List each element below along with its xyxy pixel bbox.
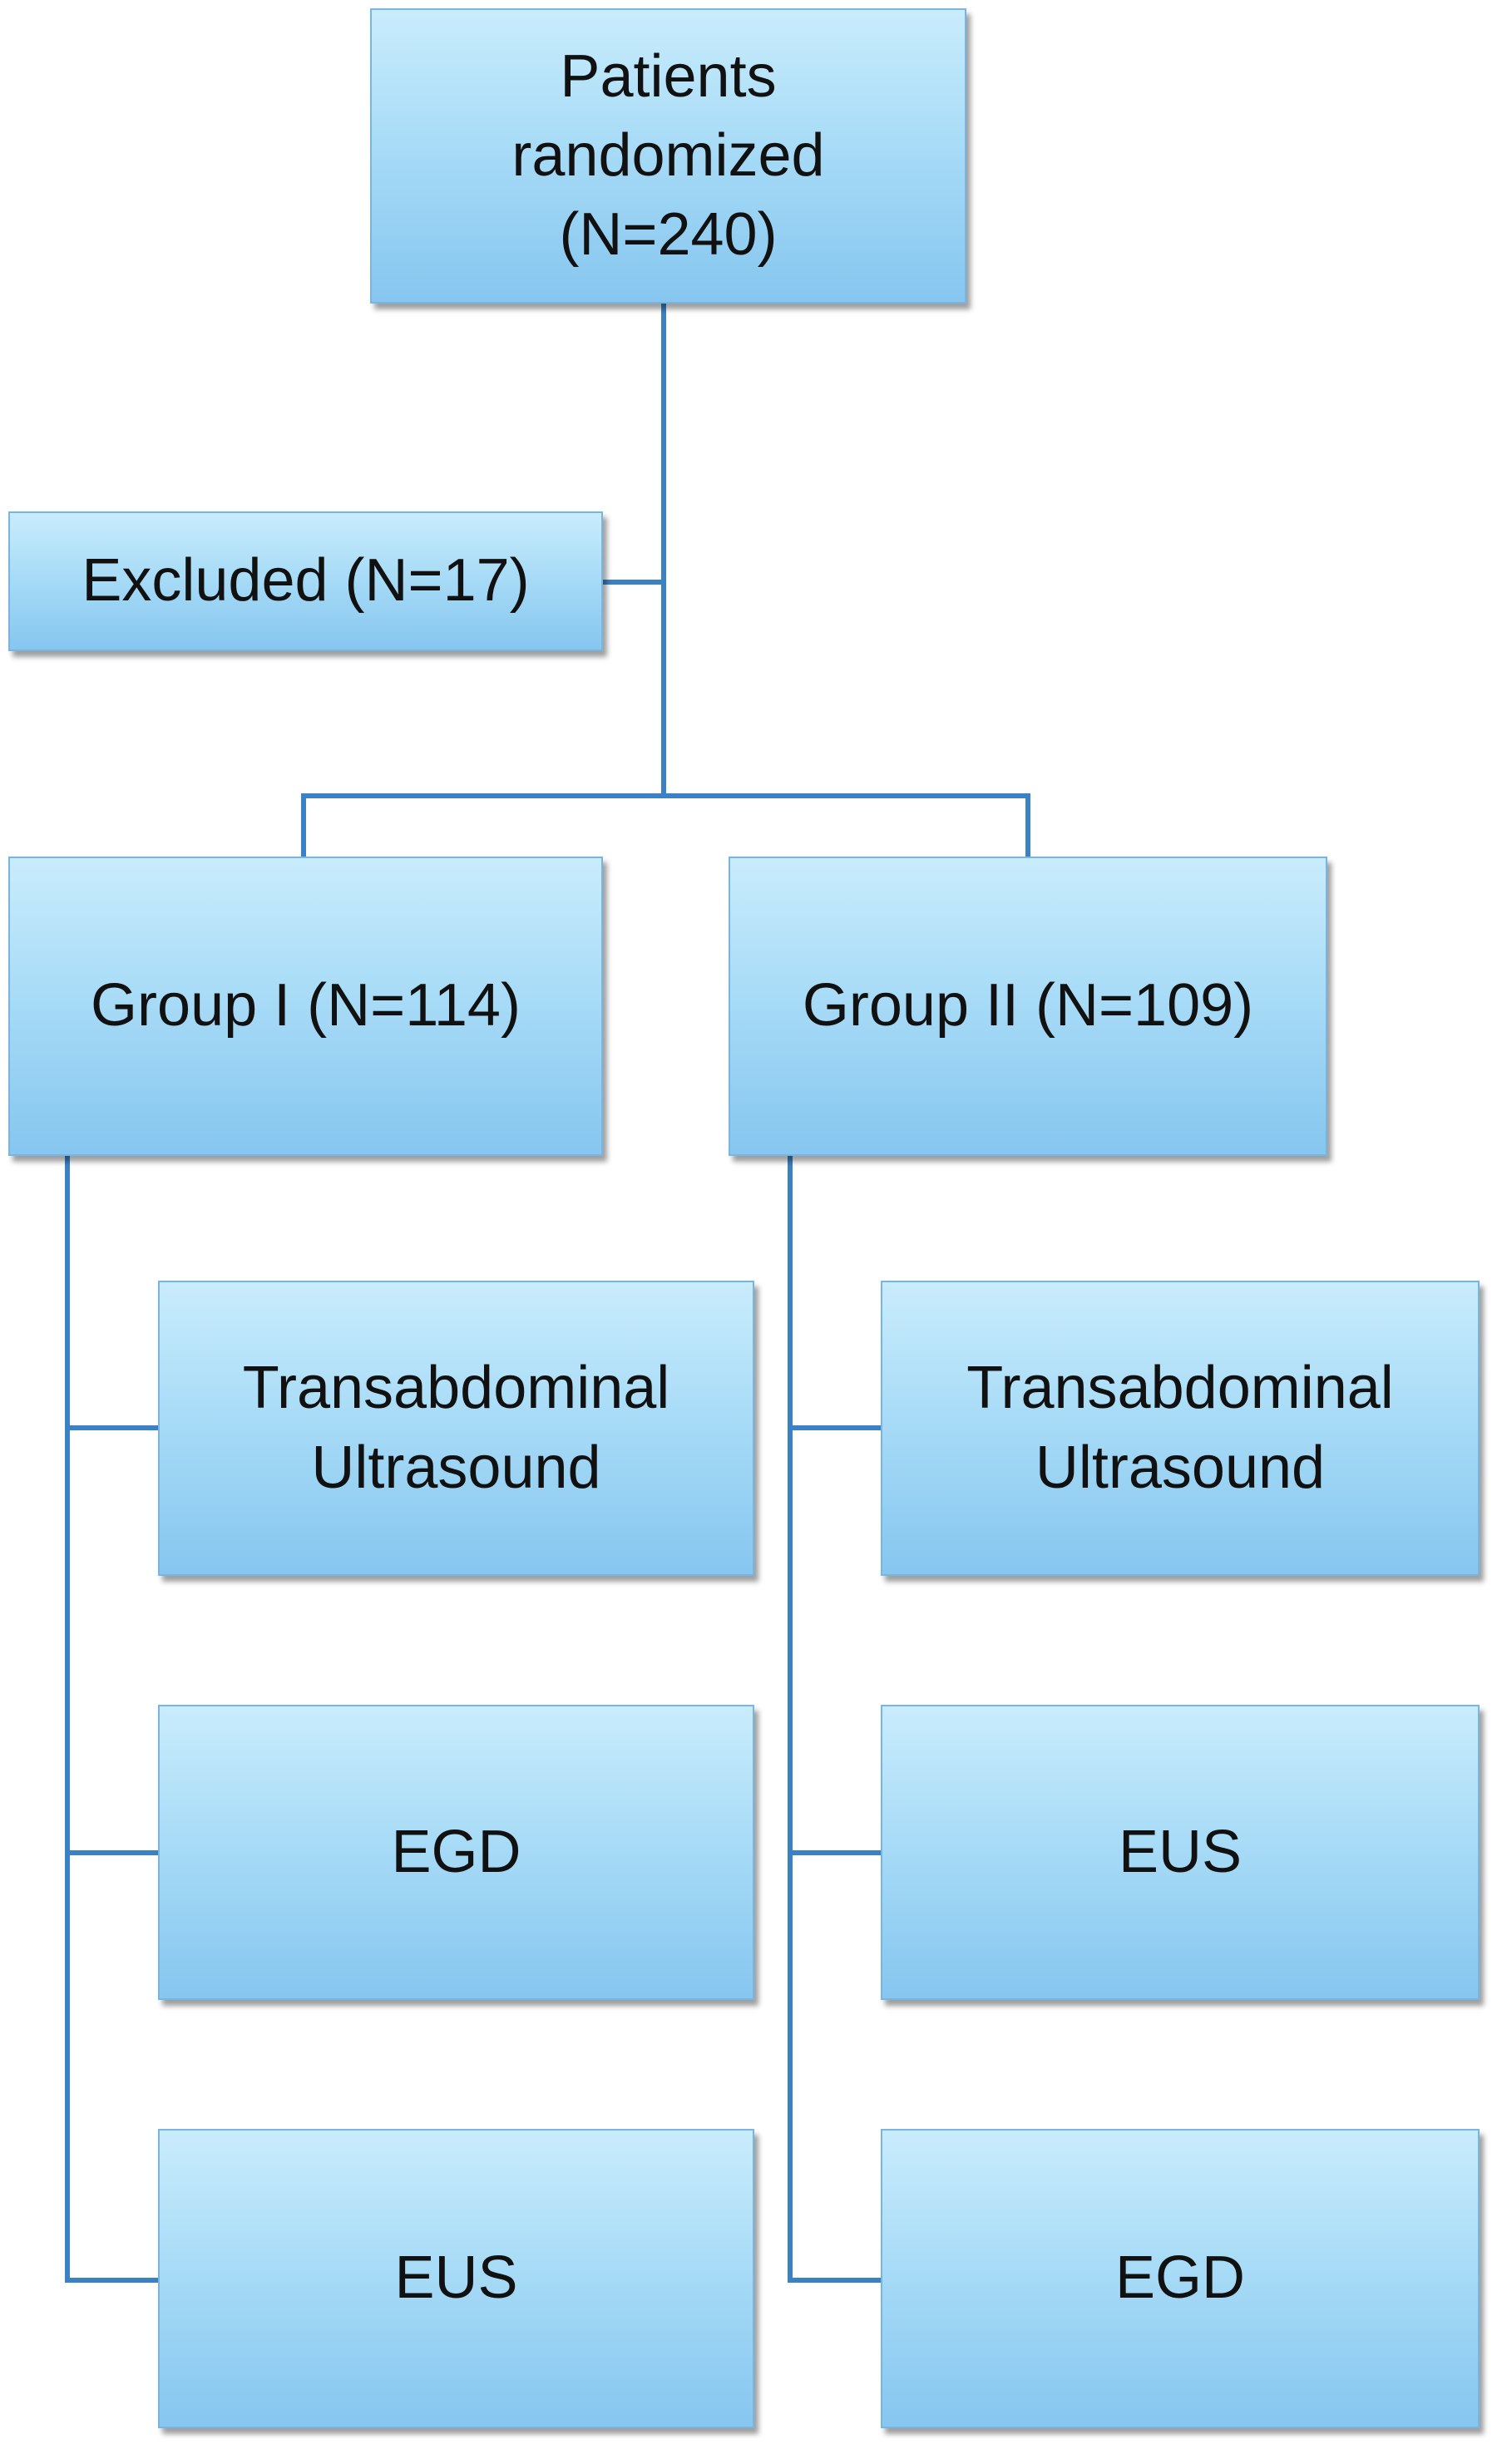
root-line-3: (N=240) bbox=[559, 201, 778, 269]
group2-box: Group II (N=109) bbox=[729, 857, 1327, 1156]
group1-rail-connector bbox=[65, 1156, 158, 2283]
group1-step1-line-2: Ultrasound bbox=[311, 1434, 601, 1501]
group2-label: Group II (N=109) bbox=[802, 972, 1254, 1039]
group2-rail-connector bbox=[788, 1156, 881, 2283]
group-split-connector bbox=[301, 793, 1030, 857]
group1-label: Group I (N=114) bbox=[91, 972, 521, 1039]
group1-step-egd: EGD bbox=[158, 1705, 754, 2000]
group2-step1-line-2: Ultrasound bbox=[1035, 1434, 1326, 1501]
group1-box: Group I (N=114) bbox=[8, 857, 603, 1156]
excluded-label: Excluded (N=17) bbox=[82, 547, 530, 615]
patients-randomized-box: Patients randomized (N=240) bbox=[370, 8, 966, 304]
group1-step-transabdominal-ultrasound: Transabdominal Ultrasound bbox=[158, 1281, 754, 1576]
excluded-box: Excluded (N=17) bbox=[8, 511, 603, 651]
group2-step-eus: EUS bbox=[881, 1705, 1480, 2000]
group1-step3-label: EUS bbox=[394, 2244, 518, 2312]
group2-step-egd: EGD bbox=[881, 2129, 1480, 2428]
group2-step1-line-1: Transabdominal bbox=[966, 1355, 1394, 1422]
group1-step1-line-1: Transabdominal bbox=[242, 1355, 670, 1422]
group2-step3-label: EGD bbox=[1114, 2244, 1246, 2312]
group1-step2-label: EGD bbox=[391, 1818, 521, 1885]
group2-step-transabdominal-ultrasound: Transabdominal Ultrasound bbox=[881, 1281, 1480, 1576]
root-line-1: Patients bbox=[560, 42, 777, 110]
group2-step2-label: EUS bbox=[1118, 1818, 1243, 1885]
root-line-2: randomized bbox=[511, 121, 825, 189]
group1-step-eus: EUS bbox=[158, 2129, 754, 2428]
